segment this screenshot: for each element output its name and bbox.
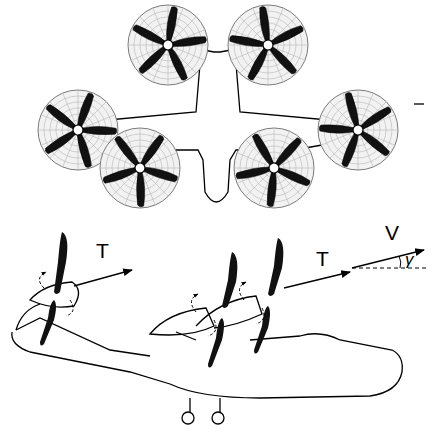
rotation-arrow: [39, 272, 264, 336]
angle-label: γ: [405, 251, 414, 268]
side-fuselage: [12, 282, 402, 424]
force-label: T: [316, 248, 329, 269]
force-label: V: [385, 222, 399, 243]
horizontal-reference: [352, 268, 428, 269]
dash-mark: [414, 103, 424, 104]
rotor-disc: [30, 0, 403, 217]
force-label: T: [96, 240, 109, 261]
angle-arc: [399, 256, 401, 268]
propeller-blade: [40, 232, 283, 368]
force-arrow: [74, 250, 424, 288]
